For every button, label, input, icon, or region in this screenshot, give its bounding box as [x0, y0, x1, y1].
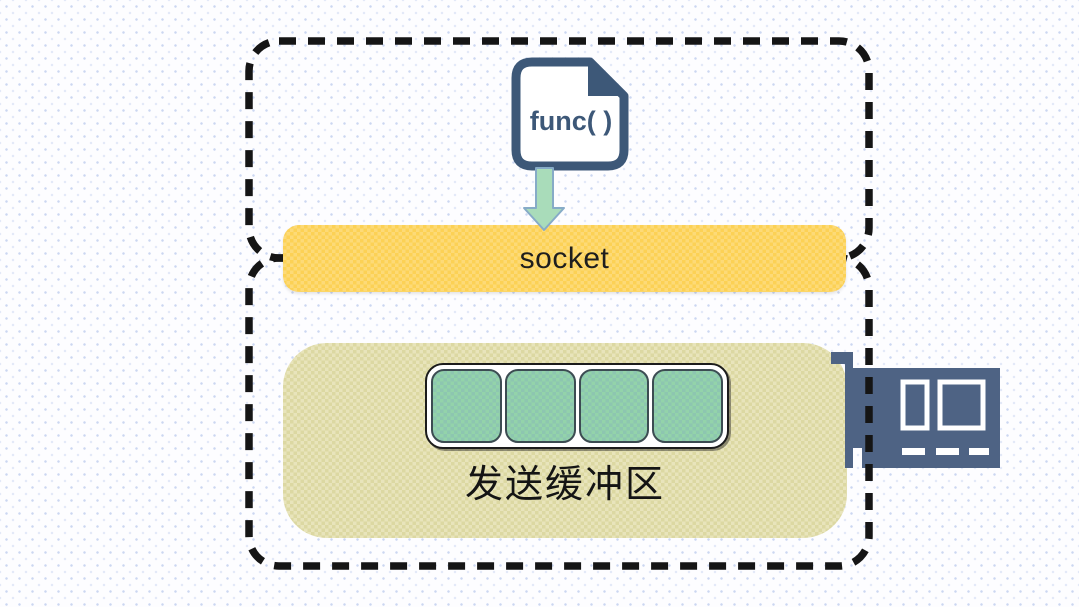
- nic-bracket-bar: [845, 352, 853, 468]
- buffer-cell: [504, 369, 576, 443]
- socket-bar: socket: [283, 225, 846, 292]
- function-label: func( ): [530, 106, 612, 136]
- send-buffer-label: 发送缓冲区: [464, 464, 665, 506]
- arrow-shape: [523, 167, 565, 231]
- socket-label: socket: [519, 241, 610, 275]
- nic-port-small: [900, 379, 930, 431]
- nic-connector-pins: [902, 448, 989, 455]
- nic-port-large: [937, 379, 986, 431]
- buffer-cell: [578, 369, 650, 443]
- down-arrow-icon: [523, 167, 565, 231]
- buffer-cell: [652, 369, 723, 443]
- buffer-cell: [431, 369, 502, 443]
- buffer-cells-container: [425, 363, 729, 449]
- network-card-icon: [831, 352, 1000, 468]
- function-file-icon: func( ): [511, 57, 629, 171]
- send-buffer-box: 发送缓冲区: [283, 343, 847, 538]
